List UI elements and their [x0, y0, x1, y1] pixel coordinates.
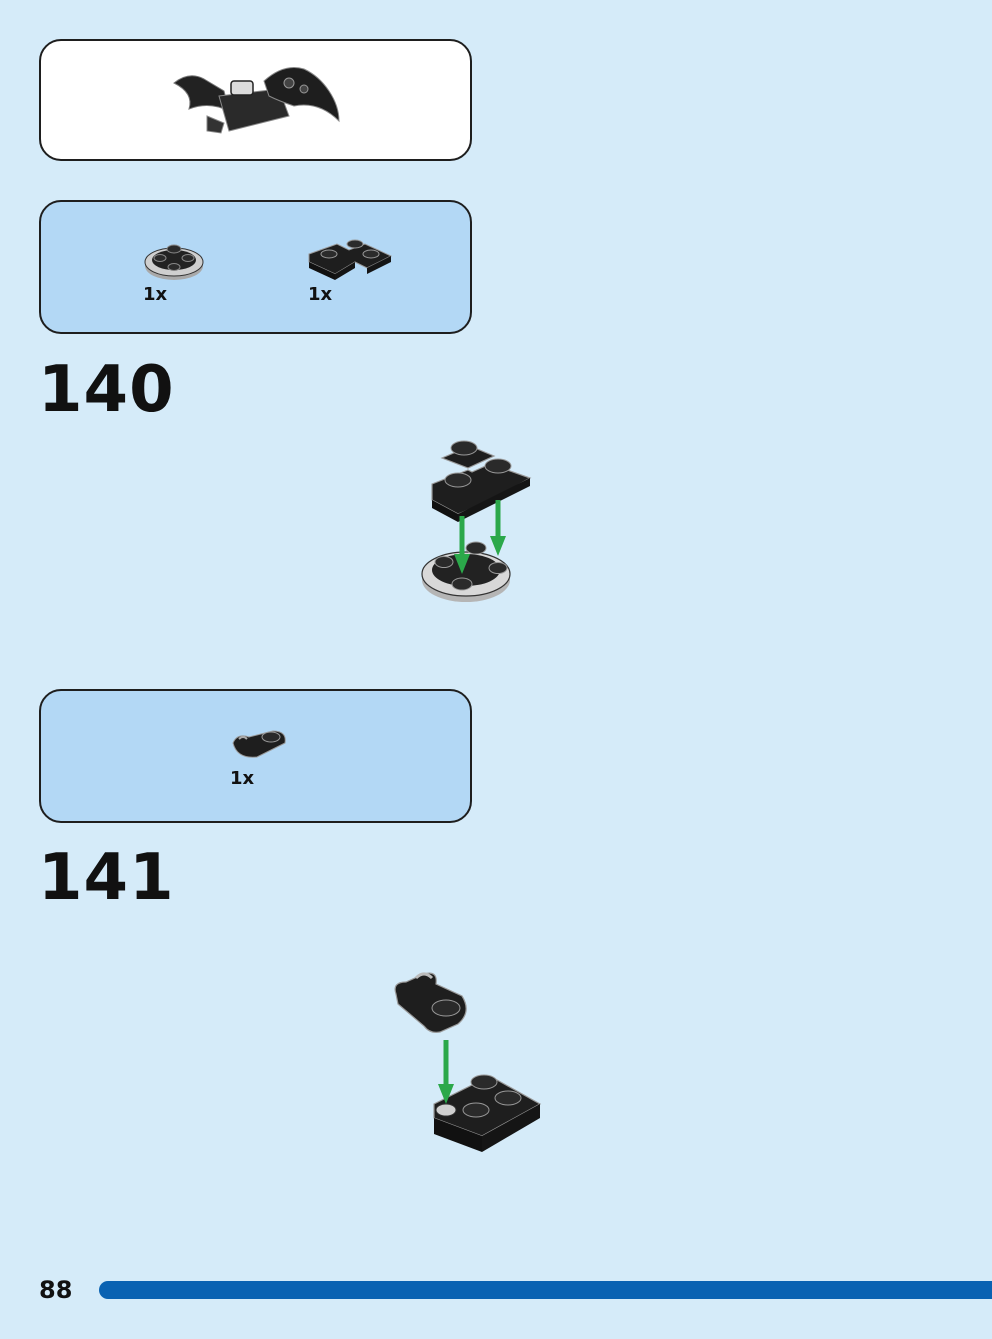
- part-quantity: 1x: [230, 768, 255, 789]
- clip-plate-1x2-icon: [232, 730, 286, 758]
- page-number: 88: [39, 1276, 73, 1304]
- part-quantity: 1x: [143, 284, 168, 305]
- step-140-assembly-illustration: [421, 440, 532, 602]
- parts-list-step-140: 1x 1x: [39, 200, 472, 334]
- submodel-panel: [39, 39, 472, 161]
- step-number-141: 141: [38, 841, 175, 915]
- parts-list-step-141: 1x: [39, 689, 472, 823]
- bat-wing-submodel-icon: [173, 67, 340, 134]
- step-number-140: 140: [38, 353, 175, 427]
- part-quantity: 1x: [308, 284, 333, 305]
- corner-plate-2x2-icon: [308, 239, 393, 280]
- round-plate-2x2-icon: [144, 244, 204, 280]
- step-141-assembly-illustration: [394, 972, 542, 1152]
- footer-bar: [99, 1281, 992, 1299]
